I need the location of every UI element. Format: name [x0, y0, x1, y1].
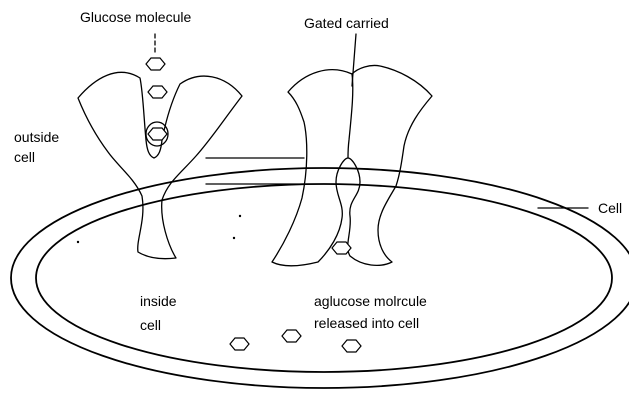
label-gated-carrier: Gated carried	[304, 15, 389, 31]
glucose-molecule-icon	[146, 58, 165, 70]
glucose-molecule-icon	[342, 340, 361, 352]
label-cell: Cell	[598, 200, 622, 216]
label-released-line2: released into cell	[314, 315, 419, 331]
glucose-molecule-icon	[148, 128, 167, 140]
gated-carrier-protein	[272, 65, 432, 265]
stray-dot	[77, 241, 79, 243]
label-inside-cell-line2: cell	[140, 317, 161, 333]
glucose-molecule-icon	[332, 242, 351, 254]
stray-dot	[239, 215, 241, 217]
gated-carrier-label-pointer	[352, 34, 356, 86]
glucose-molecule-icon	[148, 86, 167, 98]
label-inside-cell-line1: inside	[140, 293, 177, 309]
label-outside-cell-line1: outside	[14, 129, 59, 145]
cell-membrane-outer	[11, 168, 629, 388]
label-outside-cell-line2: cell	[14, 149, 35, 165]
cell-membrane-inner	[36, 184, 612, 372]
glucose-molecule-icon	[230, 338, 249, 350]
glucose-molecule-icon	[282, 330, 301, 342]
label-released-line1: aglucose molrcule	[314, 293, 427, 309]
stray-dot	[233, 237, 235, 239]
label-glucose-molecule: Glucose molecule	[80, 9, 191, 25]
left-channel-protein	[78, 72, 242, 258]
